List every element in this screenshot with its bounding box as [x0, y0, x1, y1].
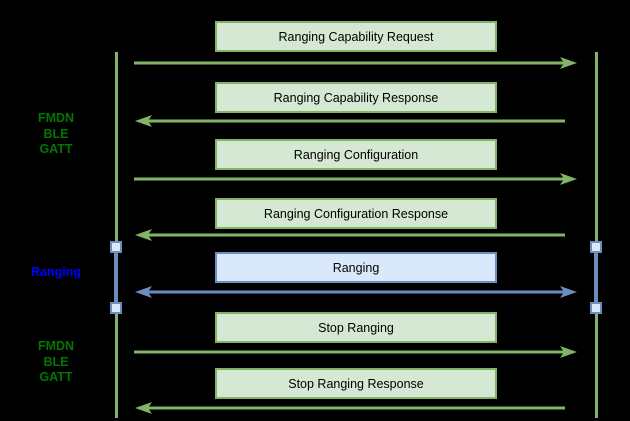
phase-label-line: BLE	[43, 126, 69, 141]
message-label: Ranging Configuration	[293, 147, 419, 162]
arrow-bidirectional-blue	[135, 286, 577, 298]
ranging-activation-right	[594, 247, 598, 309]
phase-label-line: FMDN	[37, 111, 75, 125]
left-lifeline	[115, 52, 118, 418]
arrow-right-green	[134, 346, 577, 358]
message-label: Stop Ranging	[318, 320, 394, 335]
message-box-ranging-configuration: Ranging Configuration	[215, 139, 497, 170]
arrow-left-green	[135, 229, 565, 241]
message-label: Ranging Capability Response	[273, 90, 439, 105]
message-label: Ranging Capability Request	[278, 29, 434, 44]
phase-label-fmdn-ble-gatt-bottom: FMDN BLE GATT	[10, 339, 102, 386]
message-box-ranging-configuration-response: Ranging Configuration Response	[215, 198, 497, 229]
right-lifeline	[595, 52, 598, 418]
message-box-ranging: Ranging	[215, 252, 497, 283]
phase-label-fmdn-ble-gatt-top: FMDN BLE GATT	[10, 111, 102, 158]
message-box-ranging-capability-response: Ranging Capability Response	[215, 82, 497, 113]
phase-label-line: GATT	[39, 370, 73, 384]
phase-label-line: BLE	[43, 354, 69, 369]
ranging-activation-left	[114, 247, 118, 309]
activation-endpoint-square	[110, 241, 122, 253]
message-label: Ranging	[332, 260, 380, 275]
activation-endpoint-square	[590, 241, 602, 253]
phase-label-line: FMDN	[37, 339, 75, 353]
phase-label-line: Ranging	[31, 265, 81, 279]
activation-endpoint-square	[590, 302, 602, 314]
arrow-right-green	[134, 57, 577, 69]
message-box-stop-ranging: Stop Ranging	[215, 312, 497, 343]
arrow-left-green	[135, 115, 565, 127]
phase-label-ranging: Ranging	[10, 265, 102, 281]
activation-endpoint-square	[110, 302, 122, 314]
arrow-left-green	[135, 402, 565, 414]
phase-label-line: GATT	[39, 142, 73, 156]
message-box-ranging-capability-request: Ranging Capability Request	[215, 21, 497, 52]
arrow-right-green	[134, 173, 577, 185]
message-label: Ranging Configuration Response	[263, 206, 449, 221]
message-box-stop-ranging-response: Stop Ranging Response	[215, 368, 497, 399]
message-label: Stop Ranging Response	[288, 376, 424, 391]
